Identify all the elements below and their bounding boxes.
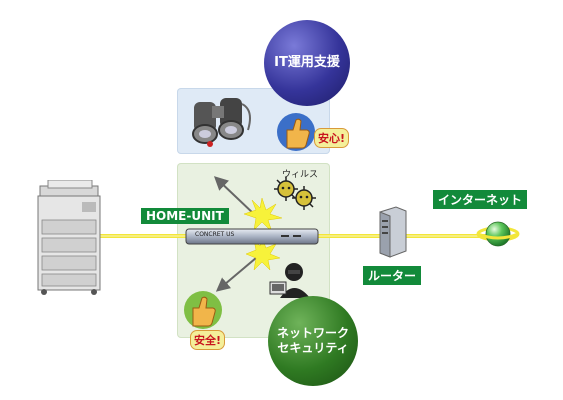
home-unit-device-icon: CONCRET US <box>185 228 319 245</box>
printer-icon <box>37 180 101 295</box>
router-icon <box>379 206 407 258</box>
internet-label: インターネット <box>433 190 528 209</box>
network-security-text: ネットワーク セキュリティ <box>277 326 349 356</box>
it-support-circle: IT運用支援 <box>264 20 350 106</box>
network-security-line1: ネットワーク <box>276 326 349 340</box>
virus-label: ウィルス <box>282 170 319 180</box>
virus-icon <box>274 177 316 210</box>
binoculars-icon <box>192 98 251 147</box>
network-security-line2: セキュリティ <box>277 341 349 355</box>
home-unit-label: HOME-UNIT <box>141 208 229 224</box>
it-support-label: IT運用支援 <box>274 54 340 70</box>
router-label: ルーター <box>363 266 422 285</box>
arrow-icon <box>213 176 257 217</box>
thumbs-up-icon <box>277 113 315 151</box>
arrow-icon <box>215 257 257 292</box>
anzen-badge: 安全! <box>190 330 226 350</box>
flash-icon <box>243 197 283 233</box>
device-brand-text: CONCRET US <box>195 231 235 238</box>
network-security-circle: ネットワーク セキュリティ <box>268 296 358 386</box>
thumbs-up-icon <box>184 291 222 329</box>
hacker-icon <box>269 263 310 298</box>
anshin-badge: 安心! <box>314 128 350 148</box>
globe-icon <box>476 221 520 247</box>
